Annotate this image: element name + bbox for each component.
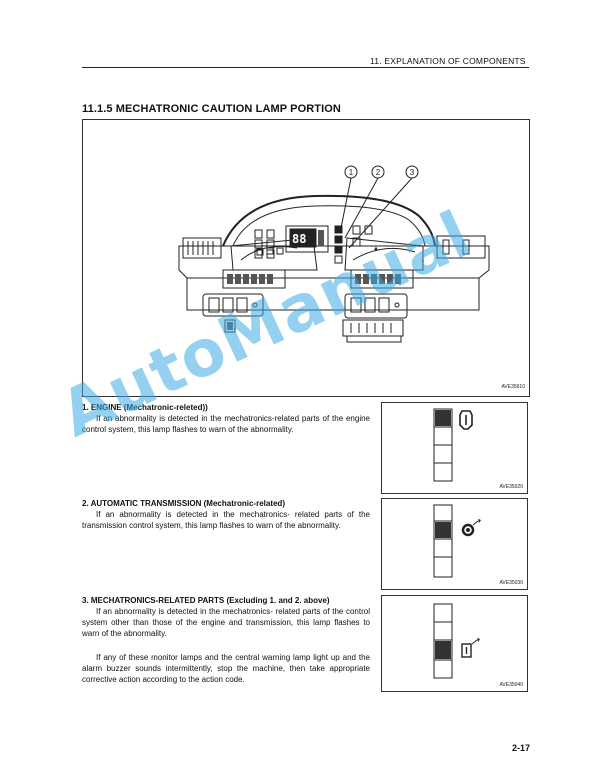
item-1-heading: 1. ENGINE (Mechatronic-releted)) xyxy=(82,403,208,412)
lamp-figure-3-code: AVE35040 xyxy=(499,682,523,688)
lamp-figure-2-code: AVE35030 xyxy=(499,580,523,586)
display-digits: 88 xyxy=(292,232,306,246)
header-rule xyxy=(82,67,529,68)
lamp-figure-1: AVE35020 xyxy=(381,402,528,494)
engine-warning-icon xyxy=(459,410,473,430)
transmission-gear-warning-icon xyxy=(461,519,481,537)
item-2-body: If an abnormality is detected in the mec… xyxy=(82,510,370,530)
callout-3: 3 xyxy=(410,168,415,177)
item-1-body: If an abnormality is detected in the mec… xyxy=(82,414,370,434)
running-head: 11. EXPLANATION OF COMPONENTS xyxy=(370,56,526,66)
item-3-body-2: If any of these monitor lamps and the ce… xyxy=(82,653,370,684)
lamp-figure-2: AVE35030 xyxy=(381,498,528,590)
page-number: 2-17 xyxy=(512,743,531,753)
item-2-heading: 2. AUTOMATIC TRANSMISSION (Mechatronic-r… xyxy=(82,499,285,508)
lamp-figure-3: AVE35040 xyxy=(381,595,528,692)
item-3-heading: 3. MECHATRONICS-RELATED PARTS (Excluding… xyxy=(82,596,330,605)
section-title: 11.1.5 MECHATRONIC CAUTION LAMP PORTION xyxy=(82,103,341,115)
dashboard-figure: 1 2 3 88 xyxy=(82,119,530,397)
lamp-column-2 xyxy=(433,504,481,578)
svg-text:▲: ▲ xyxy=(373,246,379,252)
dashboard-drawing: 1 2 3 88 xyxy=(178,165,490,343)
control-system-warning-icon xyxy=(461,638,480,658)
figure-code: AVE35610 xyxy=(501,384,525,390)
lamp-column-3 xyxy=(433,603,480,679)
callout-1: 1 xyxy=(349,168,354,177)
callout-2: 2 xyxy=(376,168,381,177)
lamp-figure-1-code: AVE35020 xyxy=(499,484,523,490)
lamp-column-1 xyxy=(433,408,473,482)
item-3-body: If an abnormality is detected in the mec… xyxy=(82,607,370,638)
